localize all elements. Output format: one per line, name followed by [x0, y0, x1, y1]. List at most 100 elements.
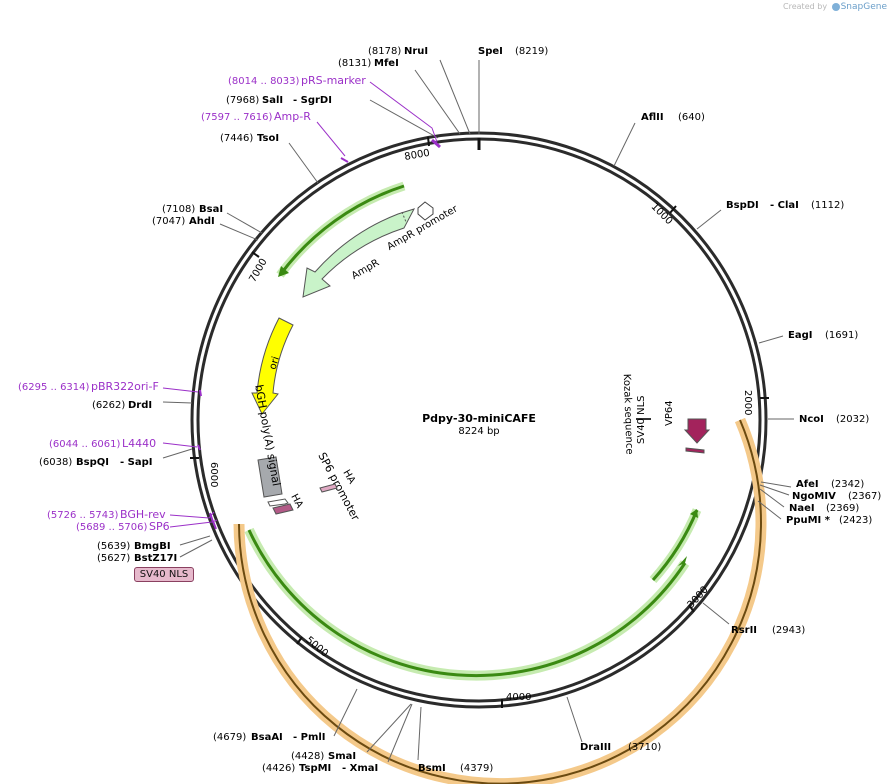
tick-label-2000: 2000	[742, 390, 753, 415]
leader-tspmi	[387, 703, 413, 763]
leader-naei	[759, 488, 785, 508]
site-extra-sali: - SgrDI	[293, 95, 332, 106]
sp6-promoter-label: SP6 promoter	[315, 450, 362, 523]
kozak-label: Kozak sequence	[621, 374, 635, 455]
site-name-bstz17i: BstZ17I	[134, 553, 177, 564]
primer-mark-bgh-rev	[209, 512, 214, 523]
site-extra-bspdi: - ClaI	[770, 200, 799, 211]
site-pos-eagi: (1691)	[825, 330, 858, 341]
site-leaders	[162, 59, 794, 763]
site-name-bsaai: BsaAI	[251, 732, 283, 743]
site-name-draiii: DraIII	[580, 742, 611, 753]
sv40-nls-badge[interactable]: SV40 NLS	[134, 567, 194, 582]
sv40-nls-label: SV40 NLS	[636, 396, 647, 445]
site-name-ahdi: AhdI	[189, 216, 215, 227]
site-name-ppumi: PpuMI *	[786, 515, 831, 526]
plasmid-name: Pdpy-30-miniCAFE	[422, 412, 536, 425]
leader-draiii	[566, 696, 583, 743]
leader-bmgbi	[179, 535, 211, 546]
primer-mark-l4440	[197, 444, 201, 451]
site-pos-bspdi: (1112)	[811, 200, 844, 211]
tick-label-6000: 6000	[208, 462, 219, 487]
site-pos-bmgbi: (5639)	[97, 541, 130, 552]
leader-ppumi	[757, 500, 782, 520]
site-pos-ppumi: (2423)	[839, 515, 872, 526]
site-name-nrui: NruI	[404, 46, 428, 57]
tick-1000	[669, 205, 677, 214]
primer-labels: (8014 .. 8033) pRS-marker (7597 .. 7616)…	[18, 74, 366, 533]
primer-name-amp-r: Amp-R	[274, 110, 311, 123]
ha-tag-right	[319, 483, 338, 493]
leader-bstz17i	[179, 539, 213, 558]
site-name-spei: SpeI	[478, 46, 503, 57]
ampr-promoter-arrow	[417, 201, 434, 221]
snapgene-logo-icon	[831, 2, 840, 11]
green-small-arrowhead	[690, 509, 698, 518]
site-name-eagi: EagI	[788, 330, 812, 341]
site-name-drdi: DrdI	[128, 400, 152, 411]
leader-amp-r	[316, 121, 346, 157]
leader-bsaai	[333, 688, 358, 737]
site-name-bsmi: BsmI	[418, 763, 446, 774]
leader-l4440	[162, 442, 198, 448]
primer-name-bgh-rev: BGH-rev	[120, 508, 166, 521]
green-cds-arc	[247, 529, 687, 678]
tick-3000	[688, 604, 695, 613]
leader-bgh-rev	[169, 511, 215, 519]
primer-pos-amp-r: (7597 .. 7616)	[201, 112, 273, 123]
site-name-tspmi: TspMI	[299, 763, 331, 774]
primer-name-l4440: L4440	[122, 437, 156, 450]
ampr-gene-dashes	[401, 211, 407, 223]
site-pos-bstz17i: (5627)	[97, 553, 130, 564]
site-pos-bsmi: (4379)	[460, 763, 493, 774]
primer-pos-l4440: (6044 .. 6061)	[49, 439, 121, 450]
vp64-arrow	[683, 418, 711, 444]
green-topleft-arrowhead	[278, 266, 289, 277]
bgh-polya-block	[257, 456, 283, 498]
site-pos-ncoi: (2032)	[836, 414, 869, 425]
primer-mark-pbr322	[199, 389, 202, 397]
site-pos-drdi: (6262)	[92, 400, 125, 411]
site-extra-bsaai: - PmlI	[293, 732, 326, 743]
leader-prs-marker	[369, 81, 438, 143]
tick-5000	[296, 636, 303, 645]
site-pos-tspmi: (4426)	[262, 763, 295, 774]
leader-mfei	[414, 69, 461, 135]
primer-pos-sp6: (5689 .. 5706)	[76, 522, 148, 533]
ampr-gene-arrow	[302, 208, 416, 298]
site-name-mfei: MfeI	[374, 58, 399, 69]
primer-pos-bgh-rev: (5726 .. 5743)	[47, 510, 119, 521]
leader-aflii	[613, 122, 636, 167]
ori-arrow	[251, 317, 294, 415]
credit-prefix: Created by	[783, 2, 828, 11]
leader-bsai	[226, 212, 263, 234]
site-name-bspqi: BspQI	[76, 457, 109, 468]
green-topleft-arc	[278, 184, 405, 276]
tick-8000	[427, 136, 430, 147]
site-name-rsrii: RsrII	[731, 625, 757, 636]
site-pos-aflii: (640)	[678, 112, 705, 123]
site-pos-rsrii: (2943)	[772, 625, 805, 636]
site-name-ngomiv: NgoMIV	[792, 491, 836, 502]
site-extra-tspmi: - XmaI	[342, 763, 378, 774]
sv40-nls-block	[685, 447, 705, 454]
primer-name-pbr322: pBR322ori-F	[91, 380, 159, 393]
sp6-promoter-arrow	[267, 498, 289, 507]
site-name-bsai: BsaI	[199, 204, 223, 215]
site-extra-bspqi: - SapI	[120, 457, 152, 468]
tick-7000	[251, 251, 260, 258]
site-name-ncoi: NcoI	[799, 414, 824, 425]
primer-mark-prs	[431, 138, 441, 149]
site-pos-mfei: (8131)	[338, 58, 371, 69]
site-pos-bsai: (7108)	[162, 204, 195, 215]
leader-smai	[366, 703, 412, 753]
leader-bspqi	[162, 448, 193, 459]
site-pos-ngomiv: (2367)	[848, 491, 881, 502]
primer-pos-prs: (8014 .. 8033)	[228, 76, 300, 87]
site-pos-sali: (7968)	[226, 95, 259, 106]
site-pos-spei: (8219)	[515, 46, 548, 57]
leader-ahdi	[219, 223, 259, 241]
site-name-bmgbi: BmgBI	[134, 541, 171, 552]
bgh-polya-label: bGH poly(A) signal	[252, 384, 283, 487]
site-pos-bsaai: (4679)	[213, 732, 246, 743]
